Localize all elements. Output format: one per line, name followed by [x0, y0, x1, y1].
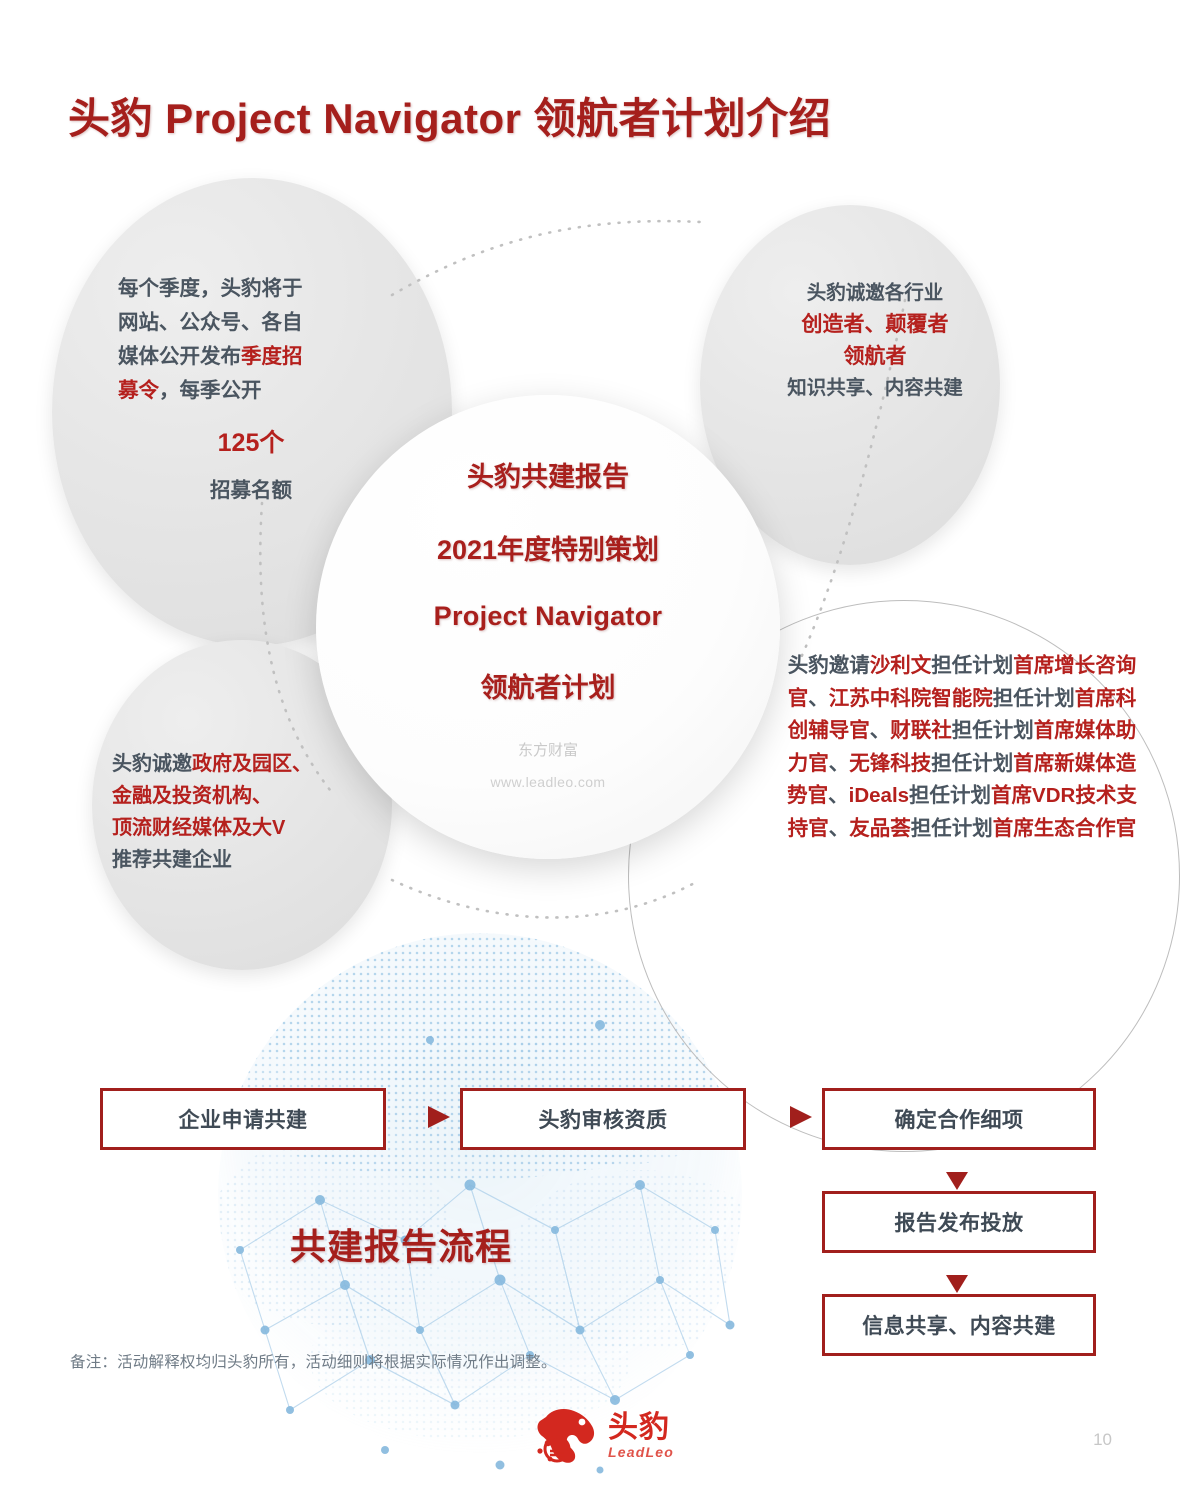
right-text-segment-10: 担任计划 — [951, 719, 1034, 742]
right-text-segment-7: 首席科创辅导官 — [787, 686, 1137, 743]
right-text-segment-9: 财联社 — [890, 719, 952, 742]
flow-box-confirm[interactable]: 确定合作细项 — [822, 1088, 1096, 1150]
page-title: 头豹 Project Navigator 领航者计划介绍 — [68, 95, 832, 142]
brand-logo: 头豹 LeadLeo — [530, 1405, 674, 1467]
arrow-down-icon-1 — [946, 1146, 968, 1190]
tl-line4-dark: ，每季公开 — [159, 379, 262, 402]
right-text-segment-3: 首席增长咨询官 — [787, 654, 1137, 710]
arrow-down-icon-2 — [946, 1249, 968, 1293]
flow-box-share-label: 信息共享、内容共建 — [862, 1315, 1056, 1338]
flow-box-review[interactable]: 头豹审核资质 — [460, 1088, 746, 1150]
circle-right-text: 头豹邀请沙利文担任计划首席增长咨询官、江苏中科院智能院担任计划首席科创辅导官、财… — [786, 650, 1138, 845]
right-text-segment-20: 、 — [828, 816, 850, 840]
right-text-segment-4: 、 — [808, 686, 829, 710]
right-text-segment-11: 首席媒体助力官 — [787, 719, 1137, 775]
center-line2: 2021年度特别策划 — [436, 535, 660, 565]
circle-center — [316, 395, 780, 859]
right-text-segment-13: 无锋科技 — [849, 751, 932, 775]
right-text-segment-19: 首席VDR技术支持官 — [787, 784, 1137, 840]
right-text-segment-8: 、 — [869, 719, 891, 742]
arrow-right-icon-2 — [756, 1106, 812, 1128]
brand-name-cn: 头豹 — [608, 1411, 670, 1444]
right-text-segment-6: 担任计划 — [992, 686, 1075, 710]
center-line1: 头豹共建报告 — [467, 462, 629, 492]
right-text-segment-14: 担任计划 — [931, 751, 1014, 775]
brand-name-en: LeadLeo — [608, 1444, 674, 1460]
watermark-source: 东方财富 — [517, 742, 578, 759]
bl-line2: 金融及投资机构、 — [112, 785, 272, 807]
circle-center-text: 头豹共建报告 2021年度特别策划 Project Navigator 领航者计… — [330, 455, 766, 790]
arrow-right-icon-1 — [394, 1106, 450, 1128]
bl-line4: 推荐共建企业 — [112, 849, 232, 871]
bl-line3: 顶流财经媒体及大V — [112, 817, 286, 839]
flow-box-share[interactable]: 信息共享、内容共建 — [822, 1294, 1096, 1356]
center-line3: Project Navigator — [433, 601, 663, 631]
right-text-segment-21: 友品荟 — [849, 816, 911, 840]
flow-box-apply[interactable]: 企业申请共建 — [100, 1088, 386, 1150]
tr-line4: 知识共享、内容共建 — [787, 377, 963, 399]
right-text-segment-16: 、 — [828, 784, 849, 807]
flow-box-confirm-label: 确定合作细项 — [894, 1109, 1024, 1132]
right-text-segment-15: 首席新媒体造势官 — [787, 751, 1137, 808]
tr-line2: 创造者、颠覆者 — [801, 313, 949, 336]
right-text-segment-1: 沙利文 — [869, 654, 932, 677]
bl-line1-dark: 头豹诚邀 — [112, 753, 192, 775]
tl-line1: 每个季度，头豹将于 — [118, 277, 303, 300]
flow-box-publish-label: 报告发布投放 — [894, 1212, 1024, 1235]
circle-top-left-text: 每个季度，头豹将于 网站、公众号、各自 媒体公开发布季度招 募令，每季公开 12… — [118, 272, 384, 508]
footnote: 备注：活动解释权均归头豹所有，活动细则将根据实际情况作出调整。 — [70, 1354, 557, 1371]
tl-caption: 招募名额 — [210, 479, 292, 502]
flow-box-review-label: 头豹审核资质 — [538, 1109, 668, 1132]
tr-line1: 头豹诚邀各行业 — [806, 282, 944, 304]
tl-line2: 网站、公众号、各自 — [118, 311, 303, 334]
tl-highlight-count: 125个 — [217, 429, 285, 457]
tl-line3-red: 季度招 — [241, 345, 303, 368]
right-text-segment-12: 、 — [828, 751, 850, 775]
right-text-segment-0: 头豹邀请 — [787, 654, 870, 677]
page-number: 10 — [1093, 1430, 1112, 1449]
right-text-segment-23: 首席生态合作官 — [992, 816, 1137, 840]
right-text-segment-17: iDeals — [848, 784, 910, 807]
tr-line3: 领航者 — [843, 345, 907, 368]
right-text-segment-5: 江苏中科院智能院 — [828, 686, 993, 710]
flow-box-publish[interactable]: 报告发布投放 — [822, 1191, 1096, 1253]
flow-section-title: 共建报告流程 — [290, 1226, 513, 1267]
flow-box-apply-label: 企业申请共建 — [178, 1109, 308, 1132]
bl-line1-red: 政府及园区、 — [192, 753, 312, 775]
circle-top-right-text: 头豹诚邀各行业 创造者、颠覆者 领航者 知识共享、内容共建 — [748, 278, 1002, 404]
right-text-segment-22: 担任计划 — [910, 816, 993, 840]
right-text-segment-2: 担任计划 — [931, 654, 1014, 677]
tl-line3-dark: 媒体公开发布 — [118, 345, 241, 368]
tl-line4-red: 募令 — [118, 379, 159, 402]
center-line4: 领航者计划 — [480, 673, 616, 703]
leopard-head-icon — [537, 1409, 595, 1463]
right-text-segment-18: 担任计划 — [909, 784, 992, 807]
watermark-url: www.leadleo.com — [490, 774, 606, 790]
